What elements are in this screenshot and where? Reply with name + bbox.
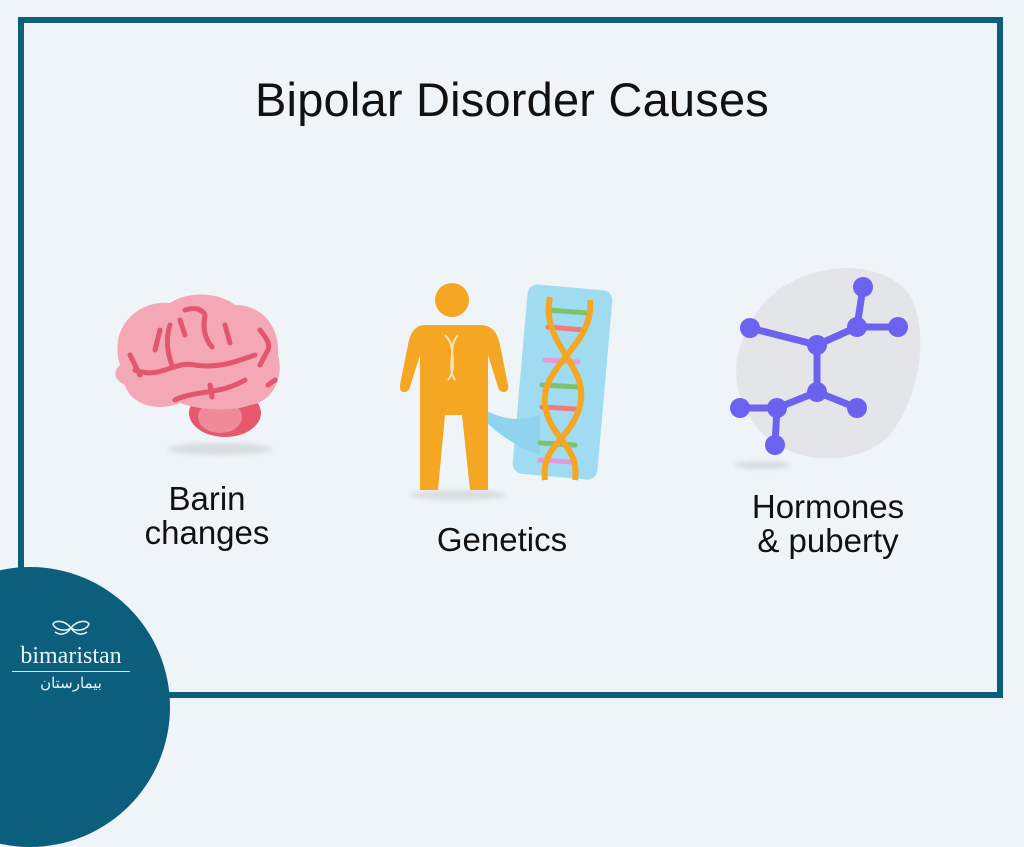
label-line: & puberty: [757, 522, 899, 559]
brand-logo: bimaristan بيمارستان: [12, 618, 130, 692]
person-shadow: [410, 490, 506, 500]
label-line: Genetics: [436, 521, 568, 558]
content-frame: [18, 17, 1003, 698]
dna-person-icon: [400, 283, 613, 490]
cause-label-genetics: Genetics: [402, 523, 602, 557]
cause-label-brain: Barin changes: [107, 482, 307, 550]
cause-label-hormones: Hormones & puberty: [728, 490, 928, 558]
brand-name-ar: بيمارستان: [40, 675, 102, 692]
molecule-shadow: [734, 461, 790, 469]
molecule-icon: [730, 268, 921, 459]
brain-icon: [115, 294, 280, 437]
label-line: changes: [144, 514, 270, 551]
label-line: Hormones: [751, 488, 905, 525]
brain-shadow: [168, 443, 272, 455]
label-line: Barin: [168, 480, 246, 517]
leaf-logo-icon: [52, 620, 90, 635]
brand-name-en: bimaristan: [12, 643, 130, 672]
page-title: Bipolar Disorder Causes: [255, 73, 769, 126]
